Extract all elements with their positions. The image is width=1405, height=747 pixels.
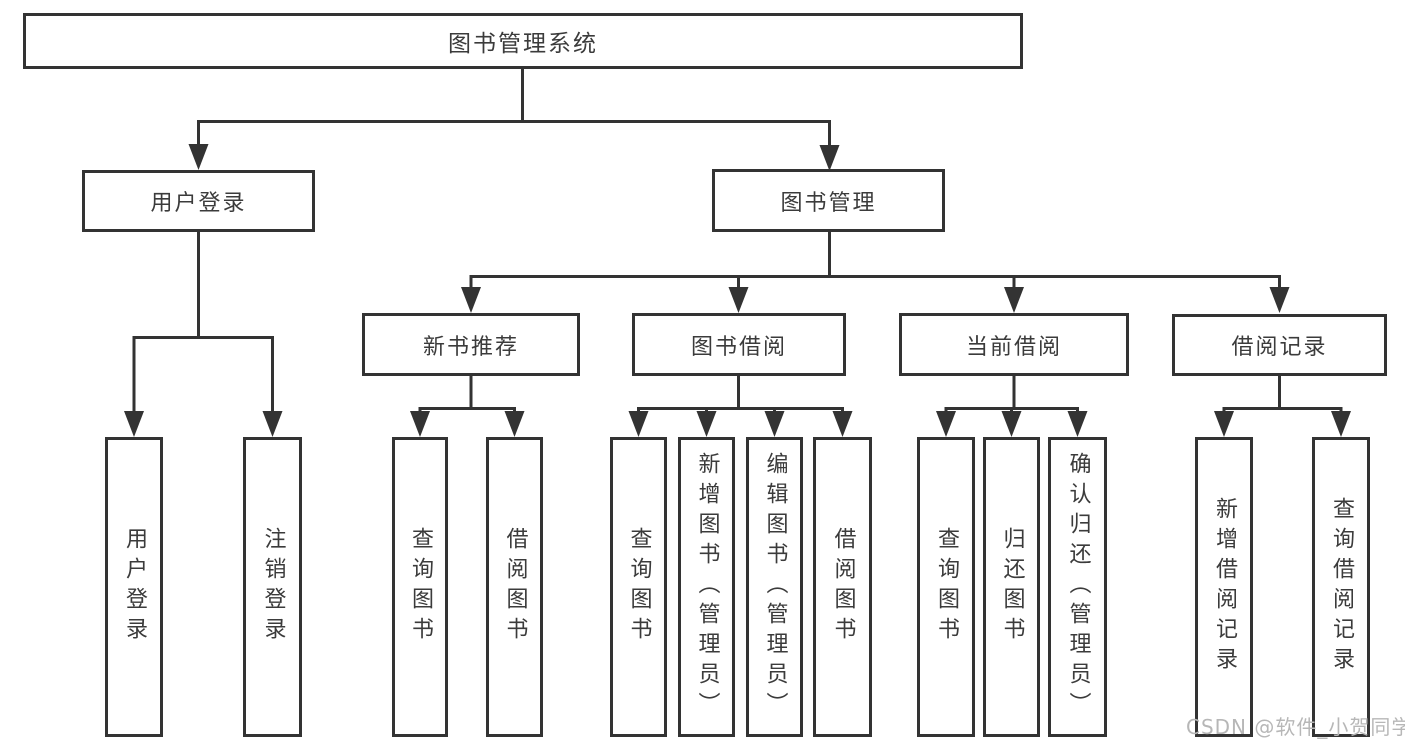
node-login: 用户登录 xyxy=(105,437,163,737)
node-book-borrow: 图书借阅 xyxy=(632,313,846,376)
node-user-login: 用户登录 xyxy=(82,170,315,232)
node-borrowing-edit: 编辑图书（管理员） xyxy=(746,437,803,737)
node-root: 图书管理系统 xyxy=(23,13,1023,69)
node-newbook-borrow: 借阅图书 xyxy=(486,437,543,737)
node-logout: 注销登录 xyxy=(243,437,302,737)
node-records-query: 查询借阅记录 xyxy=(1312,437,1370,737)
node-records-add: 新增借阅记录 xyxy=(1195,437,1253,737)
node-new-book-rec: 新书推荐 xyxy=(362,313,580,376)
node-borrowing-borrow: 借阅图书 xyxy=(813,437,872,737)
node-borrow-records: 借阅记录 xyxy=(1172,314,1387,376)
watermark: CSDN @软件_小贺同学 xyxy=(1186,715,1405,739)
node-current-query: 查询图书 xyxy=(917,437,975,737)
node-borrowing-add: 新增图书（管理员） xyxy=(678,437,735,737)
node-current-return: 归还图书 xyxy=(983,437,1040,737)
node-current-confirm: 确认归还（管理员） xyxy=(1048,437,1107,737)
node-book-mgmt: 图书管理 xyxy=(712,169,945,232)
node-newbook-query: 查询图书 xyxy=(392,437,448,737)
node-current-borrow: 当前借阅 xyxy=(899,313,1129,376)
node-borrowing-query: 查询图书 xyxy=(610,437,667,737)
